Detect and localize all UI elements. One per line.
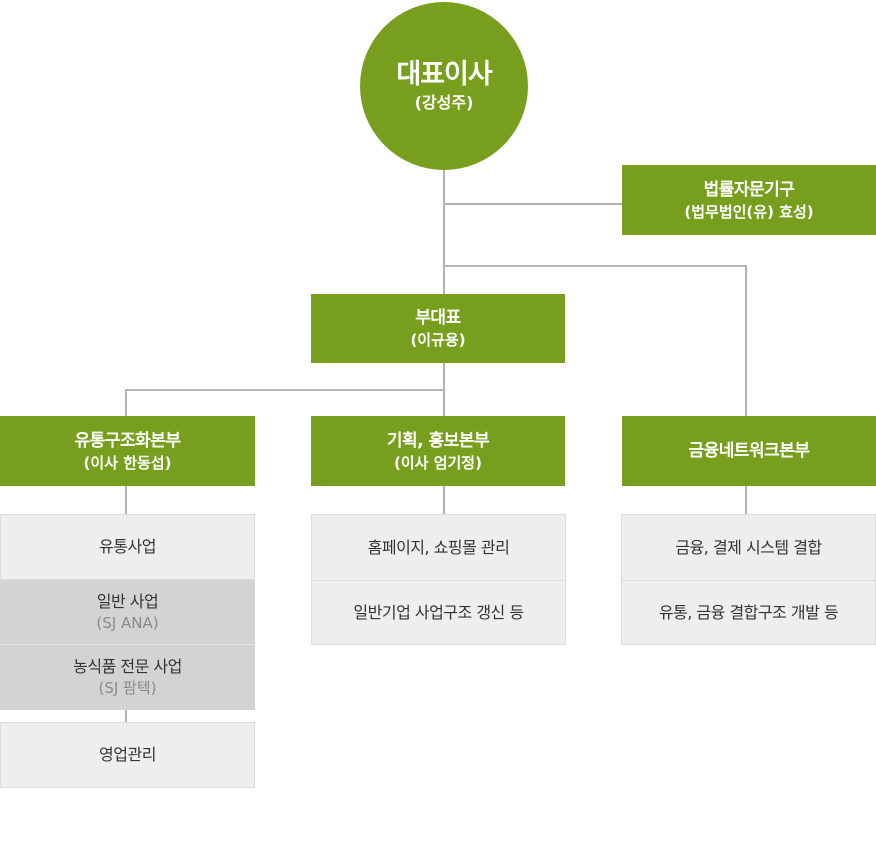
vice-ceo-node: 부대표 (이규용) [311,294,565,363]
item-business-structure: 일반기업 사업구조 갱신 등 [312,580,565,644]
ceo-name: (강성주) [414,93,474,112]
division-head: (이사 엄기정) [394,453,482,472]
item-distribution-business: 유통사업 [0,514,255,580]
item-payment-system: 금융, 결제 시스템 결합 [622,515,875,580]
connector-finance-items [745,486,747,514]
item-distribution-finance: 유통, 금융 결합구조 개발 등 [622,580,875,644]
connector-sales-mgmt [125,710,127,722]
connector-ceo-trunk [443,170,445,294]
vice-ceo-name: (이규용) [410,331,466,349]
item-homepage-mall: 홈페이지, 쇼핑몰 관리 [312,515,565,580]
item-label: 일반 사업 [96,591,159,611]
division-title: 유통구조화본부 [74,430,181,451]
item-label: 금융, 결제 시스템 결합 [675,537,822,557]
item-group-planning: 홈페이지, 쇼핑몰 관리 일반기업 사업구조 갱신 등 [311,514,566,645]
connector-planning-items [443,486,445,514]
legal-advisory-name: (법무법인(유) 효성) [684,202,814,221]
item-label: 농식품 전문 사업 [73,657,182,676]
division-planning-pr: 기획, 홍보본부 (이사 엄기정) [311,416,565,486]
item-label: 홈페이지, 쇼핑몰 관리 [367,537,510,557]
item-agrifood-business: 농식품 전문 사업 (SJ 팜텍) [0,645,255,710]
item-label: 유통, 금융 결합구조 개발 등 [658,602,839,622]
item-label: 유통사업 [99,537,156,556]
item-label: 영업관리 [99,745,156,764]
legal-advisory-node: 법률자문기구 (법무법인(유) 효성) [622,165,876,235]
vice-ceo-title: 부대표 [415,308,461,328]
item-label: 일반기업 사업구조 갱신 등 [353,602,524,622]
item-sub: (SJ 팜텍) [98,679,157,697]
ceo-title: 대표이사 [396,59,492,90]
item-group-finance: 금융, 결제 시스템 결합 유통, 금융 결합구조 개발 등 [621,514,876,645]
legal-advisory-title: 법률자문기구 [703,179,795,200]
item-sub: (SJ ANA) [96,613,159,632]
division-head: (이사 한동섭) [83,453,172,472]
connector-distribution-items [125,486,127,514]
item-general-business: 일반 사업 (SJ ANA) [0,580,255,645]
division-distribution: 유통구조화본부 (이사 한동섭) [0,416,255,486]
connector-legal [443,203,623,205]
item-sales-management: 영업관리 [0,722,255,788]
division-finance-network: 금융네트워크본부 [622,416,876,486]
ceo-node: 대표이사 (강성주) [360,2,528,170]
division-title: 금융네트워크본부 [688,441,810,461]
division-title: 기획, 홍보본부 [386,430,490,451]
connector-distribution-branch-h [125,389,445,391]
connector-finance-branch-v [745,265,747,416]
connector-distribution-branch-v [125,389,127,416]
connector-finance-branch-h [443,265,747,267]
